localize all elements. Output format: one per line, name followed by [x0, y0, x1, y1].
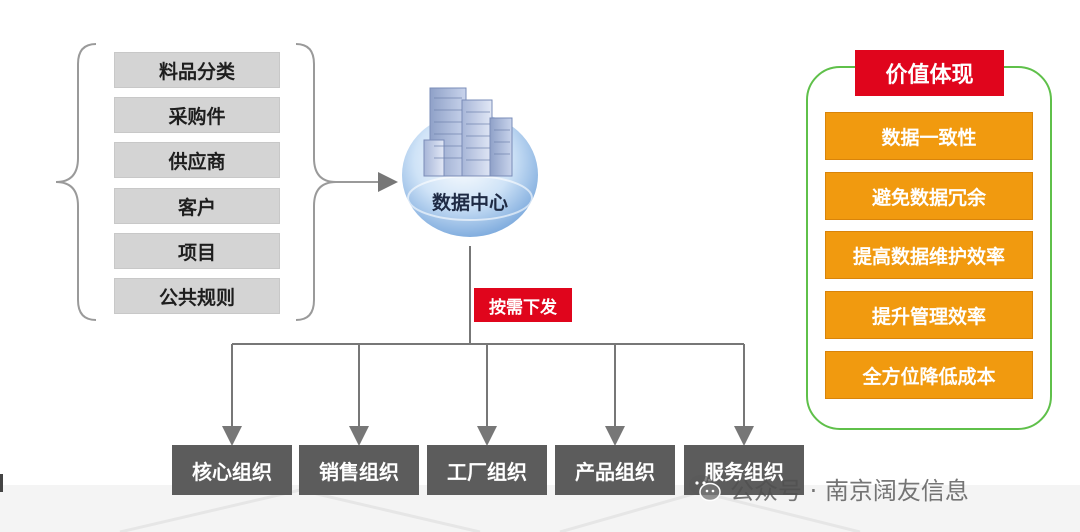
- data-center-label: 数据中心: [431, 192, 508, 214]
- data-category-item: 供应商: [114, 142, 280, 178]
- value-panel-title: 价值体现: [855, 50, 1004, 96]
- value-item: 避免数据冗余: [825, 172, 1033, 220]
- value-item: 提升管理效率: [825, 291, 1033, 339]
- value-item: 提高数据维护效率: [825, 231, 1033, 279]
- watermark: 公众号 · 南京阔友信息: [688, 470, 969, 506]
- edge-mark: [0, 474, 3, 492]
- left-brace: [55, 43, 97, 321]
- data-category-item: 项目: [114, 233, 280, 269]
- data-category-item: 公共规则: [114, 278, 280, 314]
- org-box-factory: 工厂组织: [427, 445, 547, 495]
- right-brace: [295, 43, 337, 321]
- value-item: 全方位降低成本: [825, 351, 1033, 399]
- value-item: 数据一致性: [825, 112, 1033, 160]
- org-box-sales: 销售组织: [299, 445, 419, 495]
- dispatch-label: 按需下发: [474, 288, 572, 322]
- org-box-product: 产品组织: [555, 445, 675, 495]
- data-center-icon: [402, 87, 538, 237]
- data-category-item: 客户: [114, 188, 280, 224]
- org-box-core: 核心组织: [172, 445, 292, 495]
- data-category-item: 采购件: [114, 97, 280, 133]
- wechat-icon: [689, 475, 721, 502]
- watermark-text: 公众号 · 南京阔友信息: [730, 476, 969, 505]
- data-category-item: 料品分类: [114, 52, 280, 88]
